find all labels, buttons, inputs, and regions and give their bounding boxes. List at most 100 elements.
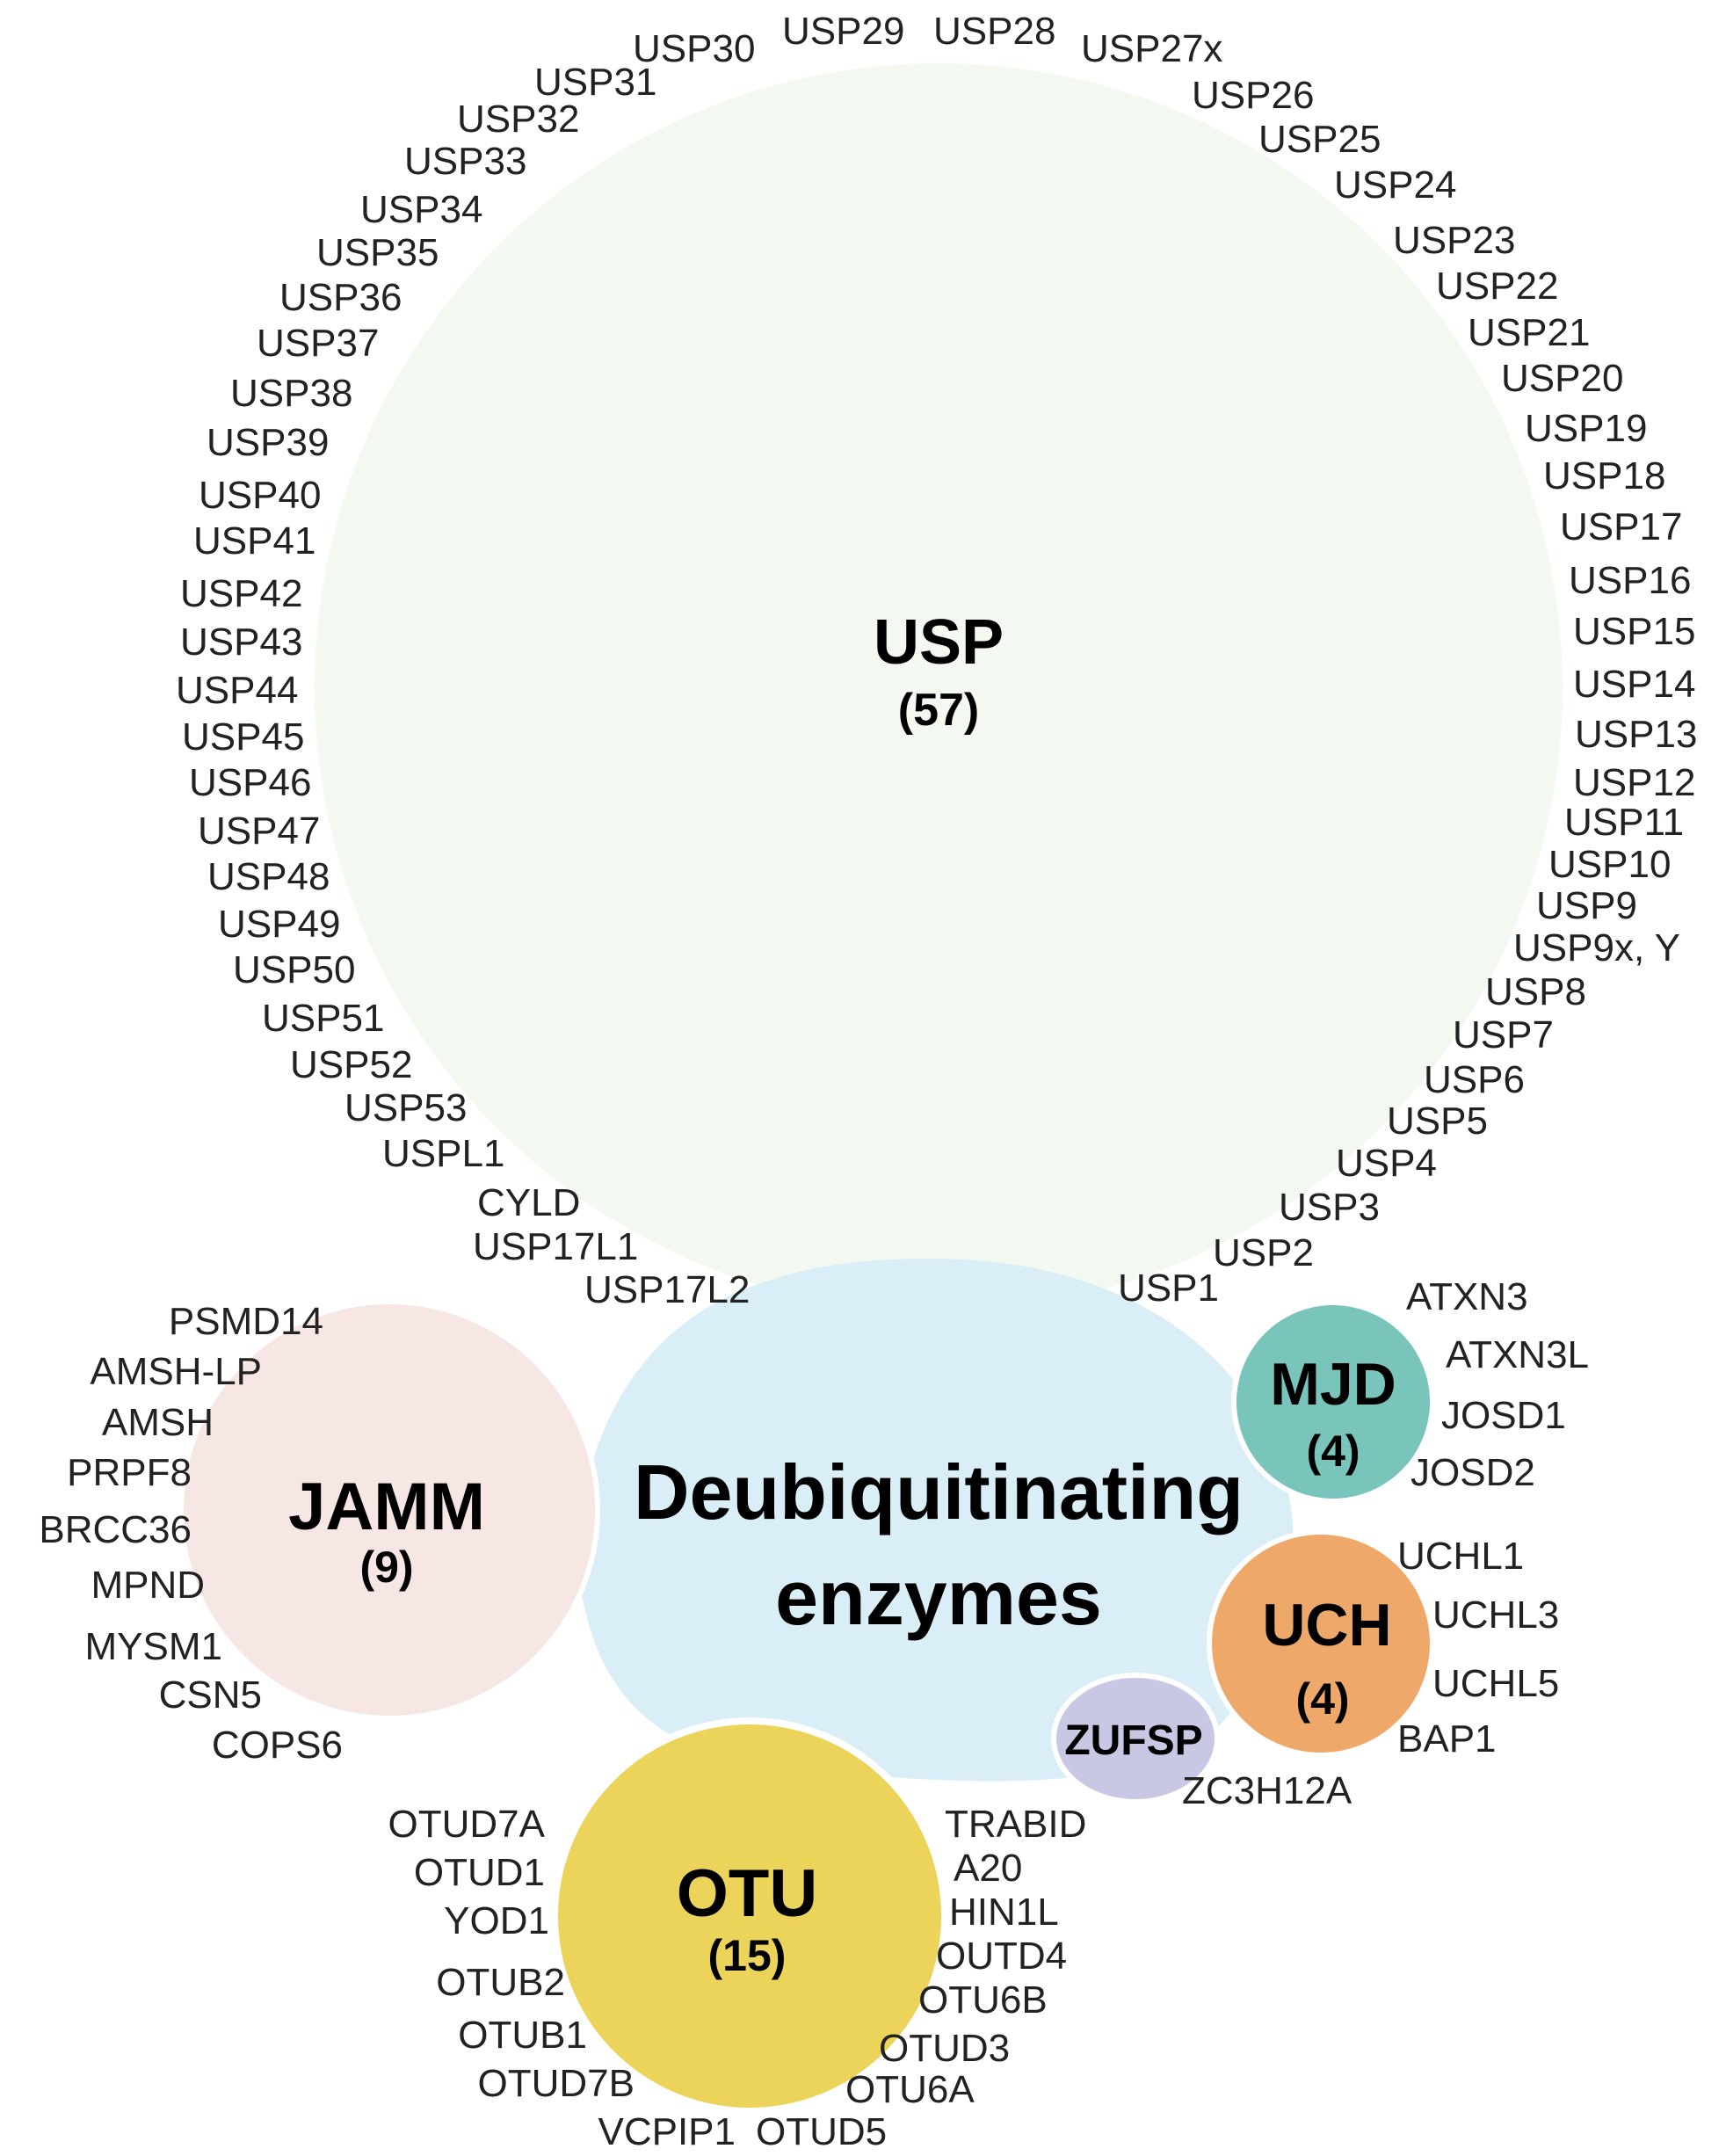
usp-member-label: USP47 [198, 809, 320, 853]
usp-member-label: USP1 [1118, 1267, 1219, 1310]
jamm-member-label: BRCC36 [39, 1508, 192, 1551]
usp-member-label: USP9 [1536, 884, 1637, 927]
otu-member-label: A20 [954, 1847, 1022, 1890]
usp-member-label: USP29 [782, 10, 904, 53]
mjd-member-label: JOSD1 [1441, 1394, 1566, 1437]
zufsp-member-label: ZC3H12A [1182, 1769, 1353, 1812]
mjd-member-label: ATXN3L [1446, 1333, 1589, 1376]
jamm-member-label: PRPF8 [67, 1451, 192, 1494]
usp-member-label: USP23 [1393, 219, 1515, 262]
usp-member-label: USP31 [534, 61, 656, 104]
usp-member-label: USP18 [1543, 454, 1665, 497]
jamm-member-label: MPND [91, 1564, 205, 1607]
otu-member-label: VCPIP1 [598, 2110, 736, 2153]
otu-member-label: YOD1 [444, 1899, 549, 1942]
usp-member-label: USP32 [457, 98, 579, 141]
zufsp-bubble [1051, 1673, 1220, 1804]
otu-title: OTU [677, 1856, 817, 1931]
mjd-member-label: ATXN3 [1406, 1275, 1528, 1318]
usp-member-label: USP39 [207, 421, 329, 464]
mjd-title: MJD [1270, 1351, 1396, 1418]
usp-member-label: USP11 [1564, 801, 1684, 844]
jamm-member-label: AMSH [102, 1401, 214, 1444]
usp-member-label: USP48 [207, 855, 330, 898]
mjd-bubble [1231, 1300, 1435, 1504]
usp-member-label: USP34 [360, 188, 482, 231]
uch-member-label: UCHL3 [1432, 1593, 1559, 1637]
usp-member-label: USP8 [1485, 970, 1586, 1013]
usp-member-label: USP2 [1213, 1231, 1314, 1274]
otu-member-label: OUTD4 [936, 1935, 1067, 1978]
otu-member-label: OTUD7A [388, 1803, 546, 1846]
usp-member-label: USP15 [1573, 610, 1695, 653]
otu-member-label: OTU6B [918, 1978, 1048, 2022]
usp-member-label: USP12 [1573, 761, 1695, 804]
otu-member-label: OTUB2 [436, 1961, 565, 2004]
usp-member-label: USPL1 [382, 1132, 504, 1175]
usp-member-label: USP38 [230, 372, 352, 415]
usp-member-label: USP46 [189, 761, 311, 804]
usp-member-label: USP49 [218, 903, 340, 946]
usp-member-label: USP21 [1468, 311, 1590, 354]
otu-member-label: OTUD5 [756, 2110, 887, 2153]
usp-member-label: USP37 [257, 322, 379, 365]
uch-title: UCH [1262, 1592, 1391, 1659]
usp-member-label: USP45 [182, 715, 304, 759]
jamm-bubble [178, 1299, 600, 1721]
usp-member-label: USP19 [1525, 407, 1647, 450]
usp-member-label: USP52 [290, 1043, 412, 1086]
uch-bubble [1207, 1529, 1435, 1758]
usp-member-label: USP41 [193, 519, 315, 563]
jamm-member-label: MYSM1 [85, 1625, 222, 1668]
mjd-member-label: JOSD2 [1411, 1451, 1535, 1494]
usp-member-label: USP17 [1560, 505, 1682, 548]
jamm-member-label: CSN5 [159, 1673, 262, 1717]
center-blob [579, 1259, 1294, 1782]
usp-member-label: USP17L2 [584, 1268, 750, 1311]
usp-member-label: USP9x, Y [1513, 926, 1680, 969]
usp-member-label: USP30 [633, 27, 755, 70]
usp-member-label: USP22 [1436, 265, 1558, 308]
usp-member-label: USP36 [279, 276, 402, 319]
jamm-title: JAMM [288, 1470, 485, 1544]
center-title-line1: Deubiquitinating [634, 1448, 1244, 1535]
usp-member-label: USP50 [233, 948, 355, 991]
jamm-member-label: COPS6 [212, 1724, 343, 1767]
usp-member-label: USP43 [180, 621, 302, 664]
otu-bubble [551, 1717, 948, 2115]
uch-member-label: UCHL1 [1397, 1535, 1524, 1578]
otu-count: (15) [708, 1931, 787, 1980]
uch-count: (4) [1295, 1674, 1349, 1724]
usp-member-label: USP10 [1548, 843, 1671, 886]
usp-member-label: USP28 [933, 10, 1055, 53]
usp-member-label: USP40 [199, 474, 321, 517]
usp-member-label: USP14 [1573, 663, 1695, 706]
usp-member-label: USP42 [180, 572, 302, 615]
jamm-member-label: AMSH-LP [90, 1350, 262, 1393]
zufsp-title: ZUFSP [1064, 1717, 1202, 1764]
uch-member-label: BAP1 [1397, 1717, 1497, 1760]
usp-member-label: USP4 [1336, 1142, 1437, 1185]
usp-member-label: USP51 [262, 997, 384, 1040]
mjd-count: (4) [1306, 1426, 1360, 1476]
usp-title: USP [874, 607, 1004, 678]
usp-member-label: USP26 [1192, 74, 1314, 117]
usp-member-label: USP6 [1424, 1058, 1525, 1101]
otu-member-label: OTU6A [845, 2068, 975, 2111]
usp-member-label: USP53 [344, 1086, 467, 1129]
usp-member-label: CYLD [477, 1181, 580, 1224]
uch-member-label: UCHL5 [1432, 1662, 1559, 1705]
otu-member-label: OTUD3 [879, 2027, 1010, 2070]
usp-member-label: USP7 [1453, 1013, 1554, 1056]
usp-member-label: USP24 [1334, 163, 1456, 207]
usp-member-label: USP13 [1575, 713, 1697, 756]
usp-member-label: USP27x [1081, 27, 1222, 70]
usp-member-label: USP3 [1279, 1186, 1380, 1229]
usp-member-label: USP35 [316, 231, 439, 274]
usp-member-label: USP17L1 [473, 1225, 638, 1268]
jamm-member-label: PSMD14 [169, 1300, 323, 1343]
usp-member-label: USP20 [1501, 357, 1623, 400]
jamm-count: (9) [359, 1543, 413, 1592]
